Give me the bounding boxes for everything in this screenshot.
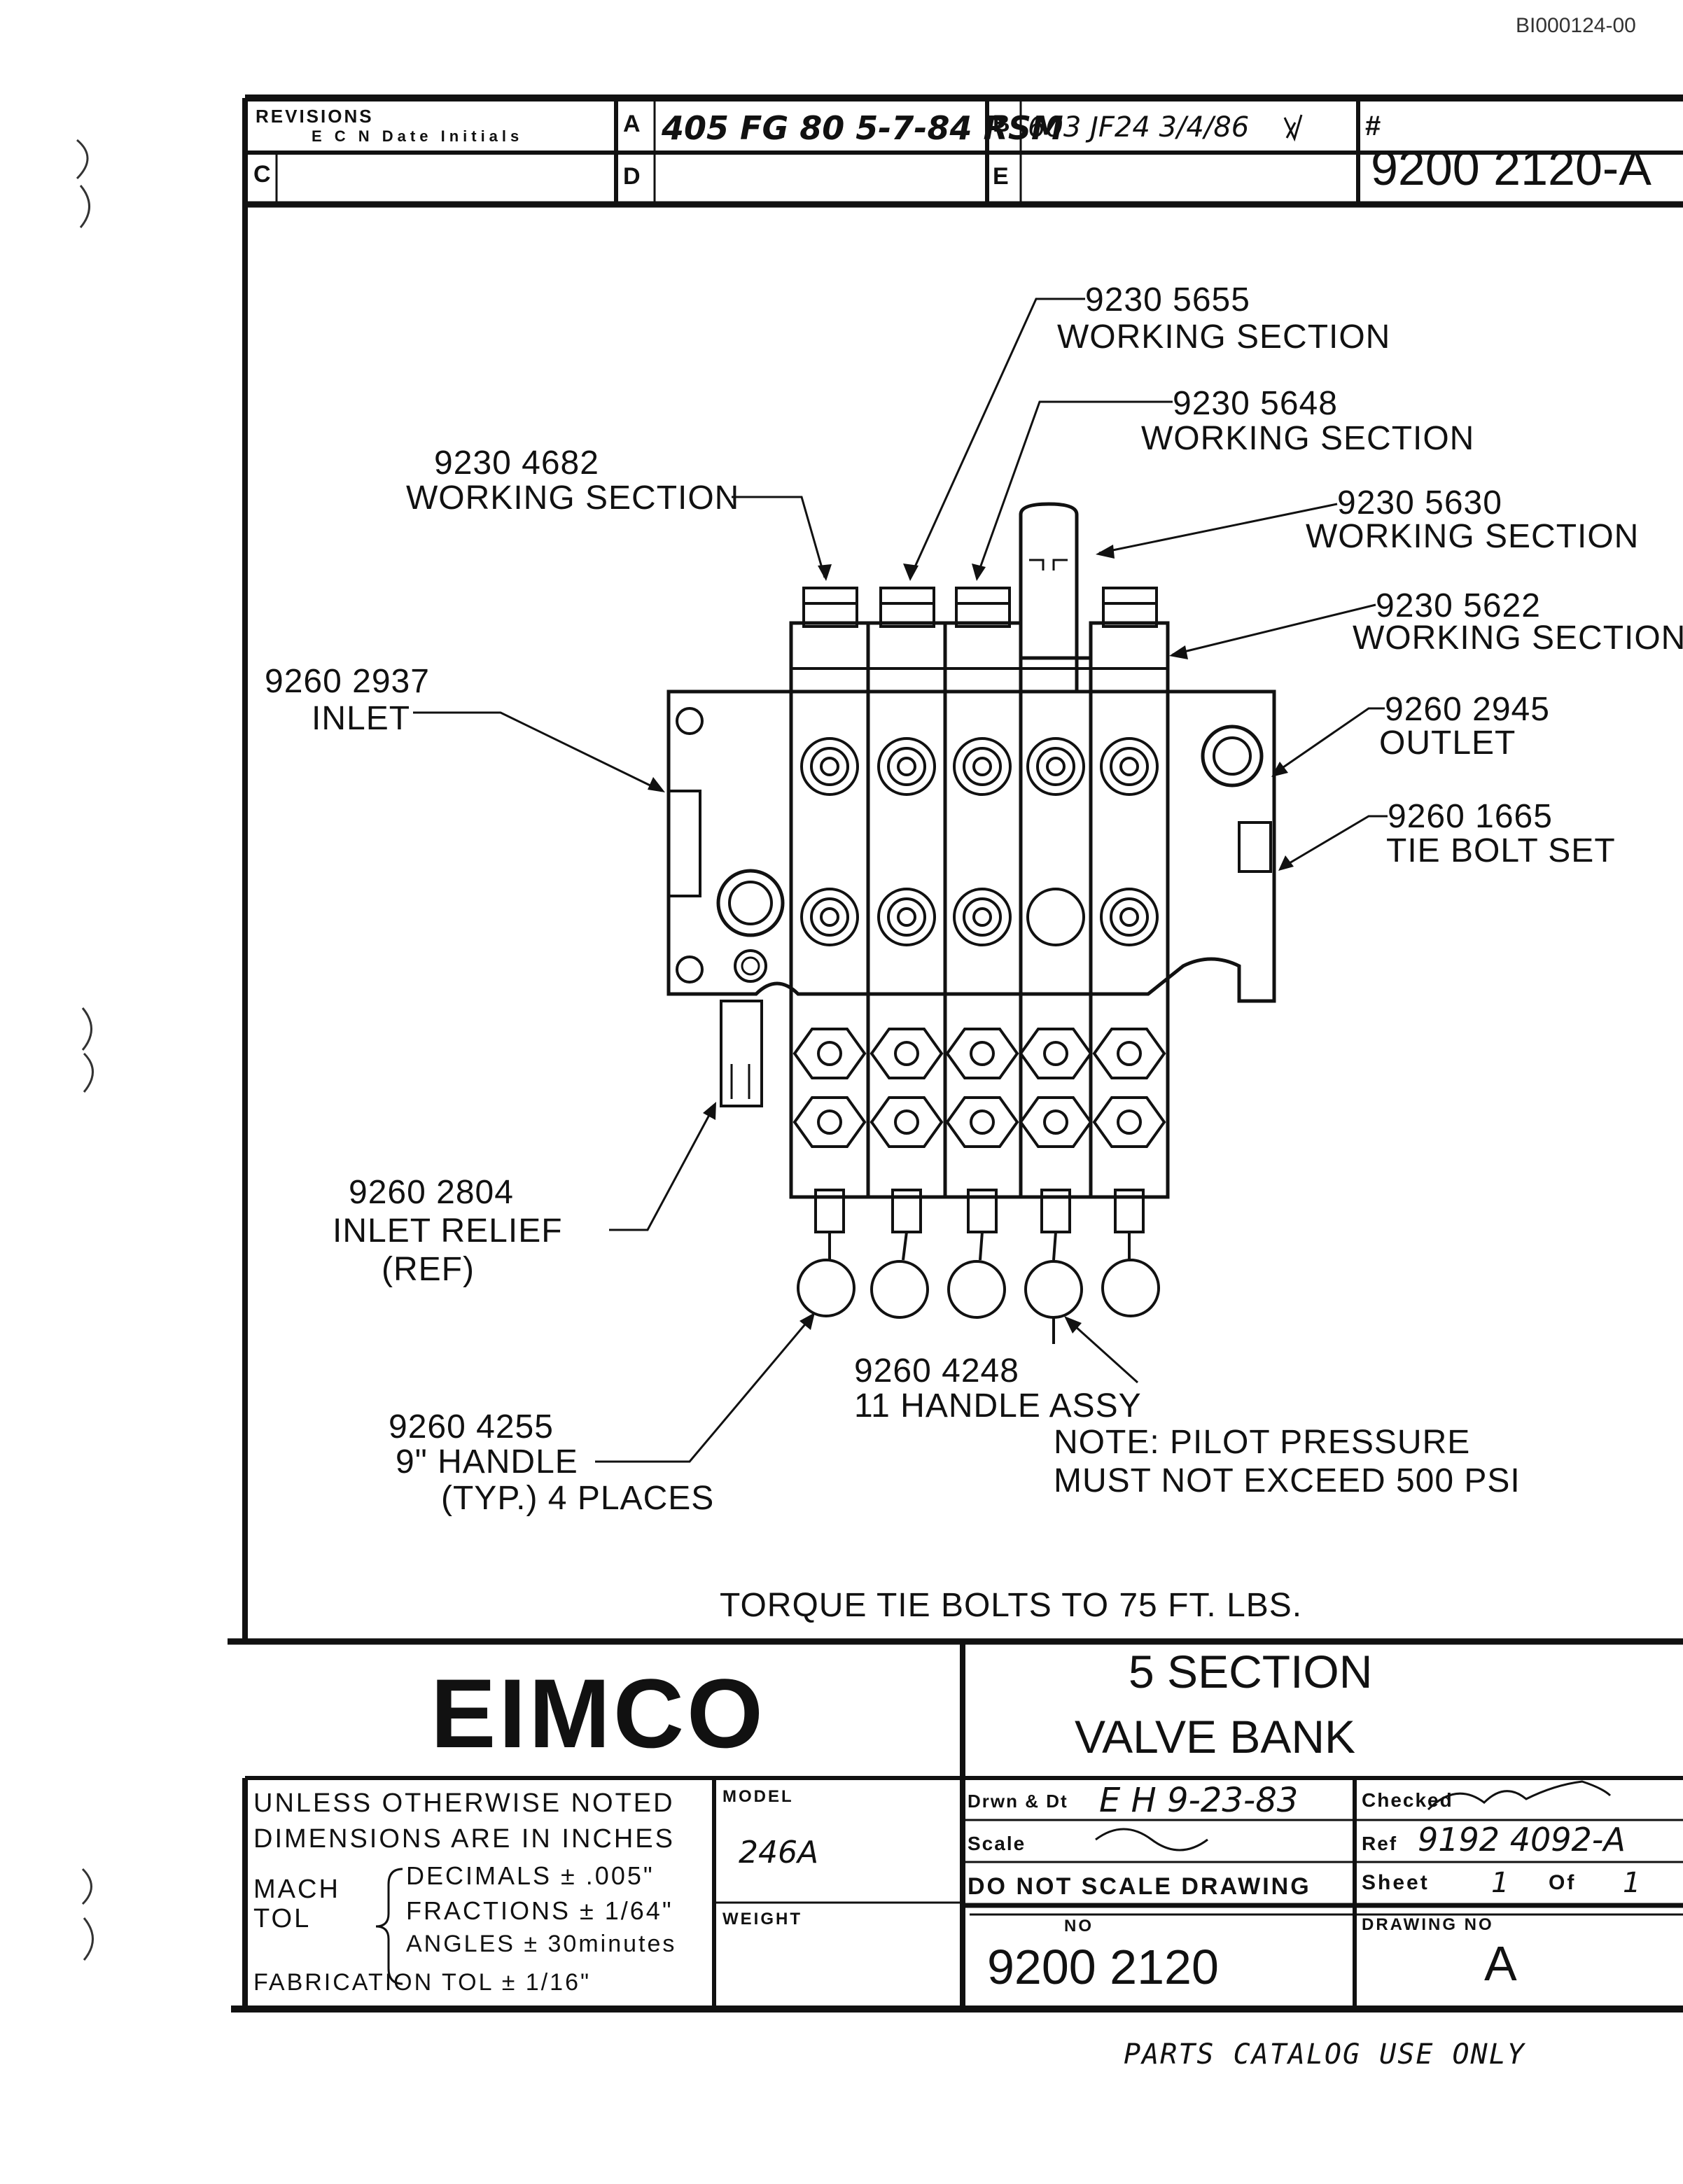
tolerance-tol: TOL <box>253 1904 312 1933</box>
callout-9230-4682-desc: WORKING SECTION <box>406 479 740 517</box>
of-value: 1 <box>1623 1867 1641 1899</box>
callout-9230-4682-number: 9230 4682 <box>434 444 599 482</box>
drawing-rev-value: A <box>1484 1936 1517 1991</box>
ref-value: 9192 4092-A <box>1418 1821 1626 1858</box>
revision-b-value: 603 JF24 3/4/86 <box>1028 111 1250 144</box>
tolerance-mach: MACH <box>253 1875 340 1904</box>
callout-9260-4255-desc: 9" HANDLE <box>396 1443 578 1480</box>
drawing-no-value: 9200 2120 <box>987 1940 1219 1994</box>
drawing-no-label: DRAWING NO <box>1362 1915 1494 1934</box>
revision-letter-b: B <box>993 111 1010 137</box>
note-pilot-pressure-line2: MUST NOT EXCEED 500 PSI <box>1054 1462 1521 1499</box>
callout-9260-4248-desc: 11 HANDLE ASSY <box>854 1387 1142 1424</box>
callout-9230-5648-number: 9230 5648 <box>1173 385 1338 422</box>
tolerance-line1: UNLESS OTHERWISE NOTED <box>253 1788 675 1818</box>
scale-label: Scale <box>968 1833 1026 1854</box>
callout-9230-5630-desc: WORKING SECTION <box>1306 518 1640 555</box>
callout-9260-2804-desc: INLET RELIEF <box>333 1212 563 1250</box>
callout-9230-5655-number: 9230 5655 <box>1085 281 1250 318</box>
sheet-label: Sheet <box>1362 1871 1430 1894</box>
callout-9260-2804-number: 9260 2804 <box>349 1174 514 1211</box>
callout-9260-2945-number: 9260 2945 <box>1385 691 1550 728</box>
callout-9260-2937-desc: INLET <box>312 700 411 737</box>
revisions-title: REVISIONS <box>256 106 374 127</box>
revision-letter-d: D <box>623 163 641 190</box>
scale-value: —#— <box>1134 1828 1214 1856</box>
number-symbol: # <box>1365 111 1381 141</box>
callout-9230-5622-desc: WORKING SECTION <box>1353 620 1683 657</box>
callout-9230-5655-desc: WORKING SECTION <box>1057 318 1391 356</box>
ref-label: Ref <box>1362 1833 1398 1854</box>
revision-a-value: 405 FG 80 5-7-84 RSM <box>662 109 1063 147</box>
callout-9260-4255-number: 9260 4255 <box>389 1408 554 1446</box>
callout-9230-5622-number: 9230 5622 <box>1376 587 1541 624</box>
revisions-subtitle: E C N Date Initials <box>312 127 524 145</box>
footer-note: PARTS CATALOG USE ONLY <box>1124 2038 1525 2071</box>
company-logo: EIMCO <box>431 1658 766 1768</box>
checked-label: Checked <box>1362 1789 1453 1811</box>
revision-letter-e: E <box>993 163 1009 190</box>
model-value: 246A <box>739 1835 819 1870</box>
callout-9230-5648-desc: WORKING SECTION <box>1141 420 1475 457</box>
callout-9260-2804-ref: (REF) <box>382 1251 475 1288</box>
callout-9260-2937-number: 9260 2937 <box>265 663 430 700</box>
title-line2: VALVE BANK <box>1075 1711 1356 1763</box>
drawn-label: Drwn & Dt <box>968 1791 1068 1812</box>
callout-9260-1665-desc: TIE BOLT SET <box>1386 832 1616 869</box>
tolerance-angles: ANGLES ± 30minutes <box>406 1931 677 1957</box>
of-label: Of <box>1549 1871 1577 1894</box>
note-pilot-pressure-line1: NOTE: PILOT PRESSURE <box>1054 1424 1471 1461</box>
sheet-value: 1 <box>1491 1867 1509 1899</box>
tolerance-line2: DIMENSIONS ARE IN INCHES <box>253 1824 675 1854</box>
drawn-value: E H 9-23-83 <box>1099 1781 1299 1820</box>
model-label: MODEL <box>722 1787 794 1806</box>
tolerance-fractions: FRACTIONS ± 1/64" <box>406 1896 673 1925</box>
revision-b-initials: M <box>1285 112 1310 141</box>
revision-letter-c: C <box>253 161 271 188</box>
no-label: NO <box>1064 1917 1094 1935</box>
tolerance-decimals: DECIMALS ± .005" <box>406 1861 655 1890</box>
callout-9260-4248-number: 9260 4248 <box>854 1352 1019 1390</box>
fabrication-tolerance: FABRICATION TOL ± 1/16" <box>253 1969 592 1996</box>
callout-9230-5630-number: 9230 5630 <box>1337 484 1502 522</box>
document-id: BI000124-00 <box>1516 14 1636 37</box>
weight-label: WEIGHT <box>722 1910 802 1928</box>
do-not-scale: DO NOT SCALE DRAWING <box>968 1873 1311 1900</box>
drawing-number-header: 9200 2120-A <box>1371 141 1651 195</box>
revision-letter-a: A <box>623 111 641 137</box>
callout-9260-1665-number: 9260 1665 <box>1388 798 1553 835</box>
callout-9260-4255-places: (TYP.) 4 PLACES <box>441 1480 715 1517</box>
title-line1: 5 SECTION <box>1129 1646 1373 1698</box>
note-torque: TORQUE TIE BOLTS TO 75 FT. LBS. <box>720 1587 1303 1624</box>
callout-9260-2945-desc: OUTLET <box>1379 724 1516 762</box>
